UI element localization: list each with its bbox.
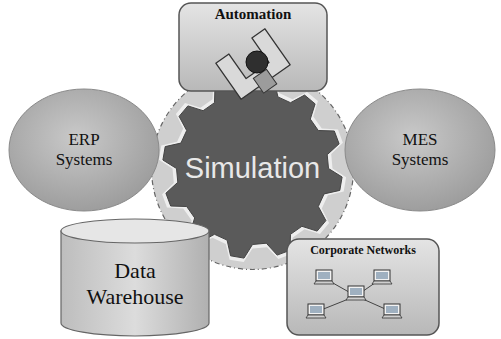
- node-label: Automation: [215, 6, 292, 23]
- node-label: ERP Systems: [39, 130, 129, 170]
- node-label: Simulation: [185, 152, 320, 185]
- data-warehouse-cylinder: Data Warehouse: [60, 218, 210, 336]
- mes-ellipse: MES Systems: [344, 88, 496, 212]
- node-label: MES Systems: [375, 130, 465, 170]
- node-label: Data Warehouse: [75, 258, 195, 310]
- erp-ellipse: ERP Systems: [8, 88, 160, 212]
- corporate-networks-box: Corporate Networks: [286, 238, 440, 336]
- automation-box: Automation: [178, 2, 328, 92]
- node-label: Corporate Networks: [310, 243, 416, 258]
